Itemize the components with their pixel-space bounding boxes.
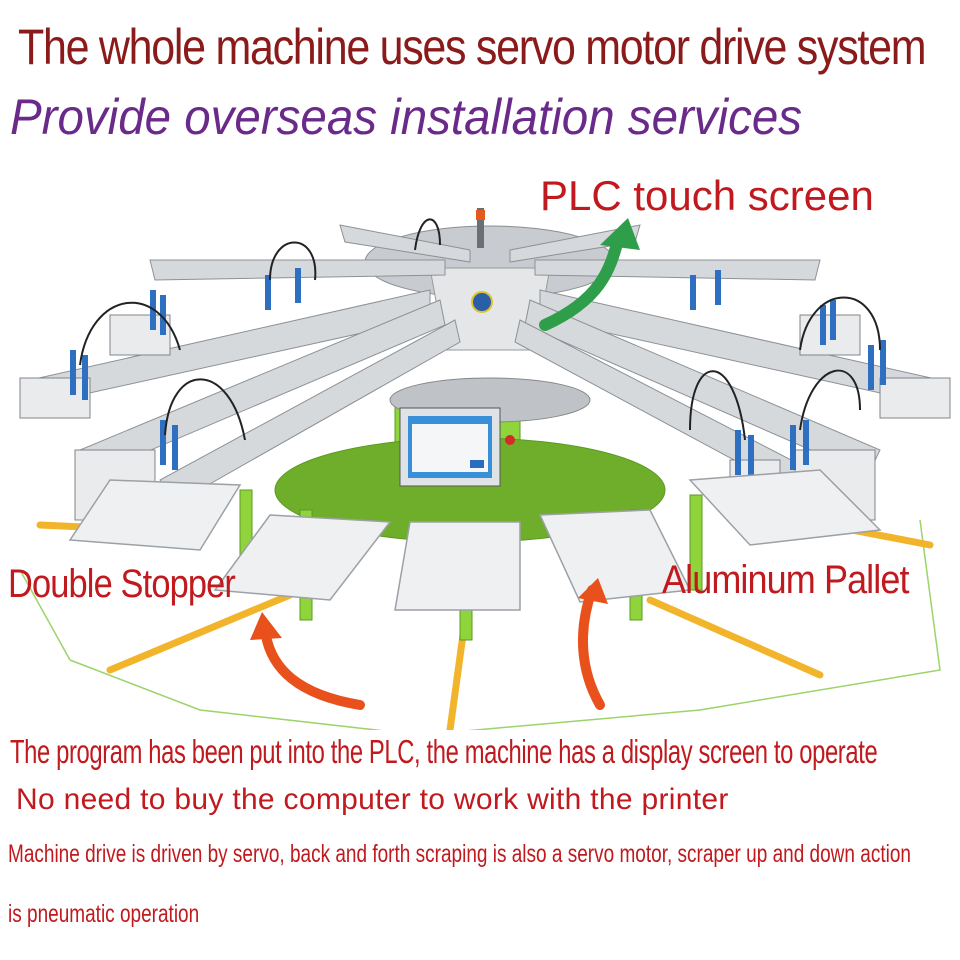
description-servo-drive: Machine drive is driven by servo, back a…	[8, 840, 911, 868]
aluminum-pallet-label: Aluminum Pallet	[662, 558, 910, 602]
description-pneumatic: is pneumatic operation	[8, 900, 200, 928]
headline-servo: The whole machine uses servo motor drive…	[18, 19, 927, 75]
orange-curved-arrow-icon	[250, 612, 365, 710]
description-plc-program: The program has been put into the PLC, t…	[10, 733, 878, 770]
green-curved-arrow-icon	[539, 218, 640, 331]
orange-curved-arrow-icon	[577, 578, 608, 710]
headline-installation: Provide overseas installation services	[10, 89, 803, 145]
aluminum-pallets	[68, 469, 882, 611]
plc-touch-screen	[399, 407, 515, 487]
plc-touch-screen-label: PLC touch screen	[540, 172, 874, 219]
double-stopper-label: Double Stopper	[8, 562, 236, 606]
printing-machine-photo	[19, 208, 951, 730]
outer-guide-line	[69, 519, 941, 730]
hoses	[79, 218, 881, 441]
description-no-computer: No need to buy the computer to work with…	[16, 783, 729, 816]
